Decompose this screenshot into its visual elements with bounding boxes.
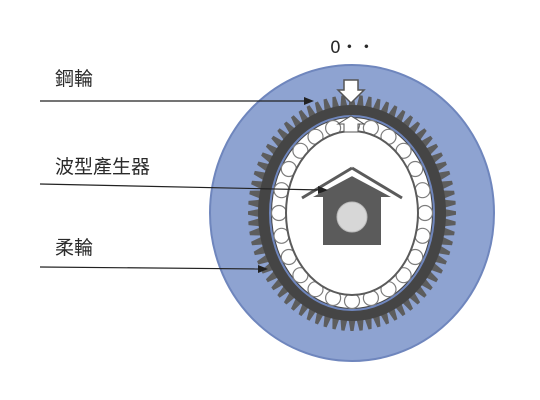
arrowhead-wave-generator [318, 186, 328, 194]
gear-tooth [248, 208, 261, 218]
gear-tooth [356, 318, 364, 331]
house-hub-outline [301, 166, 403, 200]
bearing-ball [270, 204, 288, 222]
gear-tooth [249, 227, 263, 236]
gear-tooth [364, 316, 372, 330]
bearing-outer-race [269, 115, 435, 311]
gear-tooth [249, 190, 263, 199]
gear-tooth [356, 95, 364, 108]
gear-tooth [443, 208, 456, 218]
arrowhead-circular-spline [304, 97, 314, 105]
down-arrow-icon [336, 79, 366, 105]
gear-tooth [340, 318, 348, 331]
leader-line-wave-generator [39, 183, 323, 191]
gear-tooth [441, 190, 455, 199]
gear-tooth [340, 95, 348, 108]
leader-lines [39, 100, 323, 270]
top-marker: 0・・ [330, 38, 375, 58]
gear-tooth [248, 218, 261, 227]
up-arrow-icon [336, 115, 366, 133]
label-flexspline: 柔輪 [55, 237, 93, 259]
gear-tooth [441, 227, 455, 236]
leader-line-flexspline [39, 266, 263, 270]
label-wave-generator: 波型產生器 [55, 156, 150, 178]
shaft-circle-icon [336, 201, 368, 233]
arrowhead-flexspline [258, 265, 268, 273]
bearing-ball [416, 204, 434, 222]
gear-tooth [248, 199, 261, 208]
gear-tooth [443, 218, 456, 227]
gear-tooth [364, 96, 372, 110]
label-circular-spline: 鋼輪 [55, 68, 93, 90]
gear-tooth [443, 199, 456, 208]
gear-tooth [348, 318, 356, 331]
gear-tooth [332, 96, 340, 110]
gear-tooth [332, 316, 340, 330]
